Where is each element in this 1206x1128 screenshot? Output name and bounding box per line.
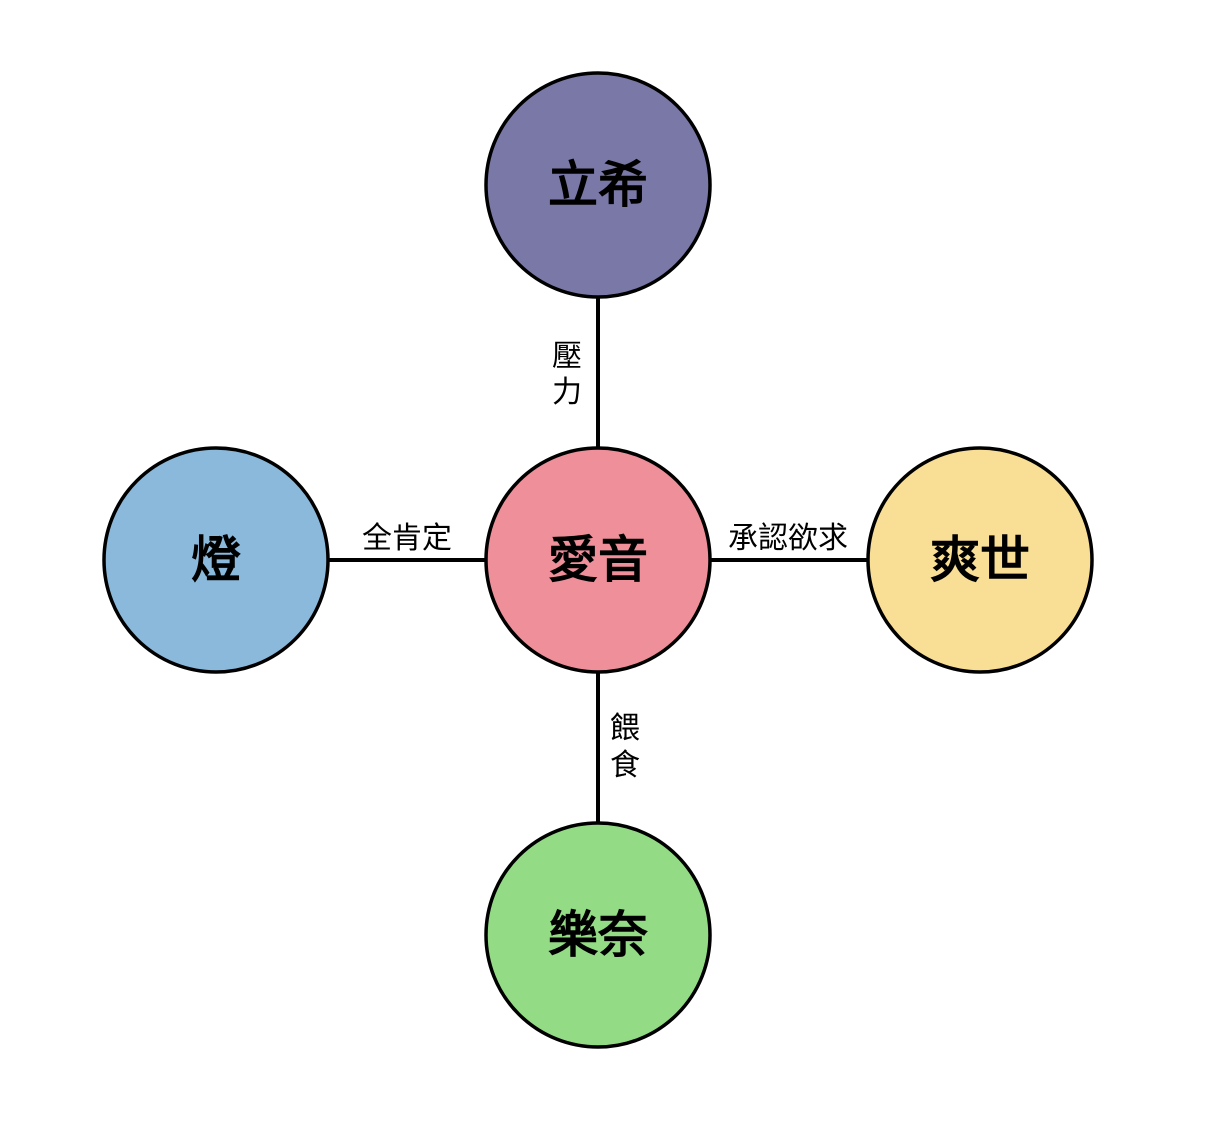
edge-label-top-1: 壓 — [552, 339, 582, 374]
node-right: 爽世 — [866, 446, 1094, 674]
node-left-label: 燈 — [191, 531, 241, 589]
node-center-circle — [484, 446, 712, 674]
edge-label-top-2: 力 — [552, 375, 582, 410]
node-bottom-circle — [484, 821, 712, 1049]
node-top: 立希 — [484, 71, 712, 299]
edge-label-bottom-1: 餵 — [610, 711, 640, 746]
node-left-circle — [102, 446, 330, 674]
node-center: 愛音 — [484, 446, 712, 674]
node-center-label: 愛音 — [548, 531, 648, 589]
node-bottom-label: 樂奈 — [548, 906, 648, 964]
edge-label-left: 全肯定 — [362, 521, 452, 556]
node-left: 燈 — [102, 446, 330, 674]
edge-label-bottom-2: 食 — [610, 748, 640, 783]
edge-label-right: 承認欲求 — [728, 521, 848, 556]
node-top-label: 立希 — [548, 156, 648, 214]
node-bottom: 樂奈 — [484, 821, 712, 1049]
node-top-circle — [484, 71, 712, 299]
node-right-label: 爽世 — [930, 531, 1030, 589]
node-right-circle — [866, 446, 1094, 674]
